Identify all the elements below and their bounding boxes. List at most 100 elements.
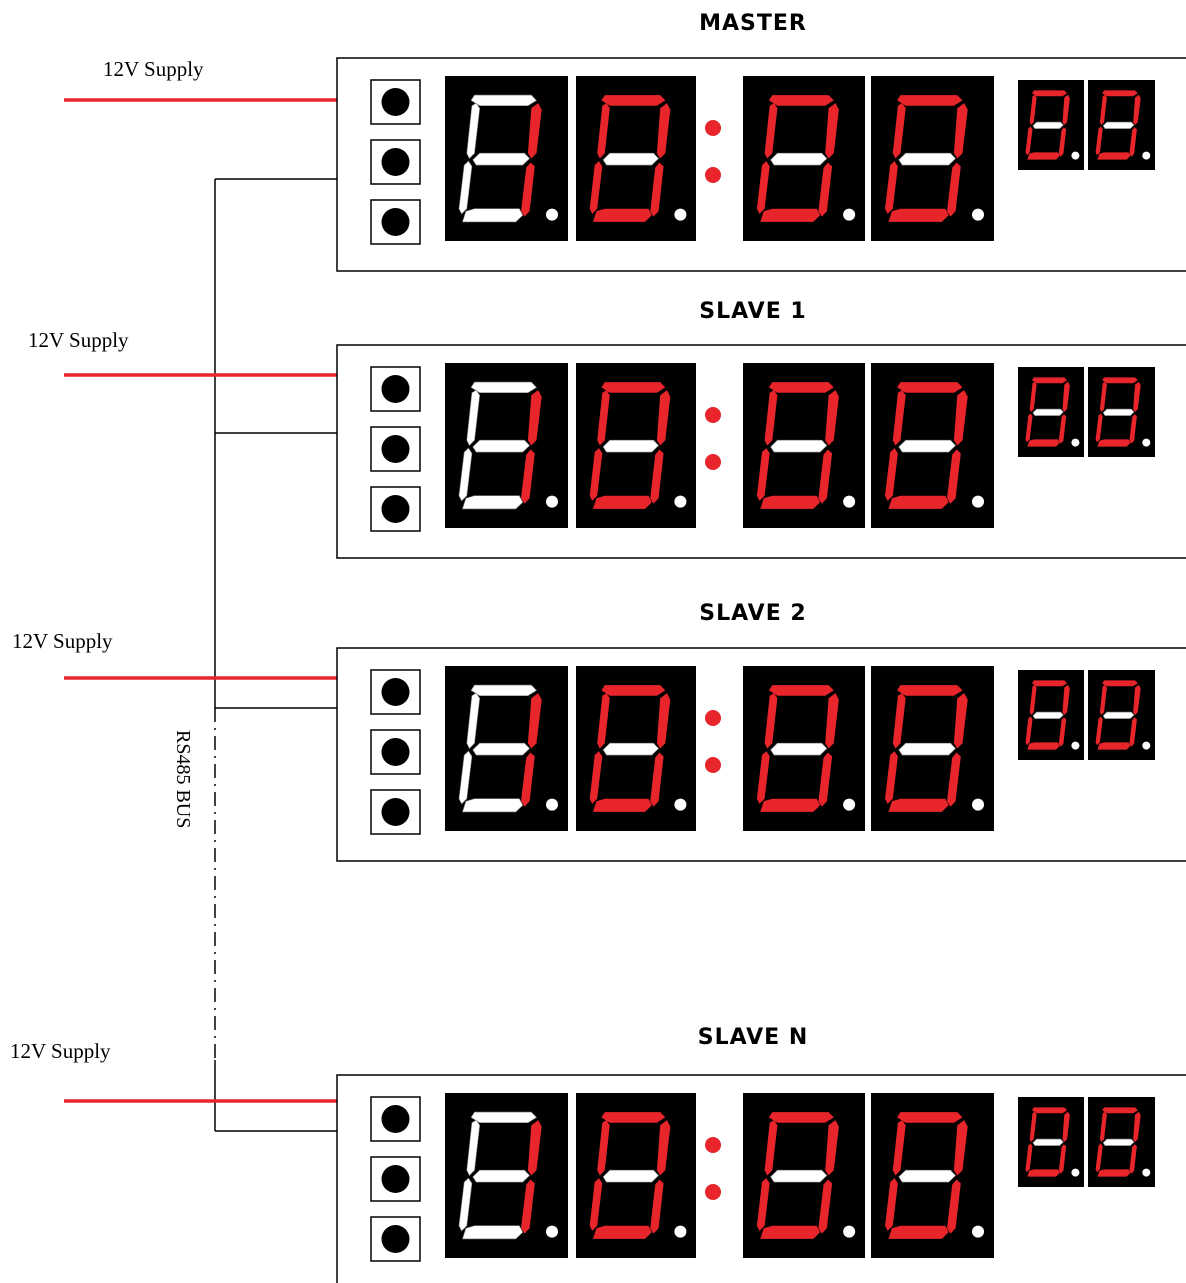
segment-d: [593, 495, 652, 509]
segment-a: [1102, 1107, 1138, 1114]
segment-g: [472, 439, 531, 453]
decimal-point: [1142, 438, 1151, 447]
small-digit-2: [1088, 367, 1155, 457]
segment-d: [462, 798, 524, 813]
digit-3: [743, 76, 865, 241]
segment-c: [947, 752, 961, 807]
segment-b: [825, 103, 839, 159]
digit-1: [445, 666, 568, 831]
panel-button: [370, 486, 421, 532]
panel-button: [370, 366, 421, 412]
decimal-point: [546, 798, 559, 811]
segment-g: [770, 742, 828, 756]
segment-b: [953, 693, 968, 749]
small-digit-1: [1018, 80, 1084, 170]
button-knob: [381, 375, 410, 403]
segment-e: [885, 161, 898, 214]
segment-a: [1102, 377, 1138, 384]
decimal-point: [674, 495, 687, 508]
segment-e: [589, 1178, 603, 1231]
segment-c: [1058, 127, 1067, 157]
segment-c: [1058, 717, 1067, 747]
segment-g: [602, 1169, 660, 1183]
segment-f: [466, 389, 481, 447]
segment-c: [650, 449, 664, 504]
digit-1: [445, 363, 568, 528]
decimal-point: [674, 798, 687, 811]
segment-a: [470, 1111, 537, 1123]
segment-d: [1027, 1169, 1060, 1177]
digit-2: [576, 363, 696, 528]
segment-f: [1029, 1111, 1037, 1142]
segment-d: [760, 1225, 821, 1239]
segment-f: [1099, 684, 1107, 715]
segment-g: [1102, 121, 1135, 129]
segment-d: [1097, 1169, 1131, 1177]
decimal-point: [1071, 438, 1080, 447]
segment-g: [898, 742, 957, 756]
button-frame: [370, 79, 421, 125]
decimal-point: [546, 495, 559, 508]
segment-e: [458, 1177, 473, 1232]
segment-b: [527, 1120, 542, 1176]
segment-d: [760, 495, 821, 509]
segment-c: [1129, 717, 1137, 747]
segment-a: [1032, 90, 1068, 97]
decimal-point: [1071, 741, 1080, 750]
segment-f: [1029, 684, 1037, 715]
segment-d: [1027, 742, 1060, 750]
segment-d: [462, 495, 524, 510]
segment-a: [1102, 680, 1138, 687]
segment-b: [1062, 381, 1070, 412]
segment-g: [898, 439, 957, 453]
segment-b: [656, 1120, 671, 1176]
decimal-point: [843, 208, 856, 221]
segment-e: [756, 751, 770, 804]
unit-title: SLAVE 1: [699, 299, 806, 324]
segment-c: [521, 752, 535, 807]
colon-dot-bottom: [705, 757, 721, 773]
segment-c: [947, 449, 961, 504]
panel-outline: [336, 647, 1186, 862]
segment-b: [527, 103, 542, 159]
digit-4: [871, 666, 994, 831]
segment-e: [1025, 413, 1033, 443]
colon-dot-top: [705, 407, 721, 423]
panel-outline: [336, 344, 1186, 559]
segment-e: [756, 161, 770, 214]
panel-button: [370, 729, 421, 775]
segment-f: [466, 102, 481, 160]
decimal-point: [1071, 151, 1080, 160]
segment-g: [1032, 121, 1064, 129]
segment-g: [1102, 408, 1135, 416]
small-digit-1: [1018, 1097, 1084, 1187]
supply-label: 12V Supply: [103, 57, 204, 81]
segment-f: [892, 693, 906, 749]
segment-e: [1095, 126, 1103, 156]
segment-c: [1129, 1144, 1137, 1174]
segment-c: [818, 162, 833, 217]
supply-label: 12V Supply: [10, 1039, 111, 1063]
segment-b: [1133, 381, 1141, 412]
segment-a: [601, 1112, 666, 1123]
segment-b: [825, 1120, 839, 1176]
segment-e: [1095, 716, 1103, 746]
segment-d: [462, 208, 524, 223]
segment-a: [1032, 680, 1068, 687]
button-knob: [381, 148, 410, 176]
segment-d: [462, 1225, 524, 1240]
small-digit-2: [1088, 80, 1155, 170]
segment-c: [818, 1179, 833, 1234]
digit-2: [576, 76, 696, 241]
segment-c: [1129, 127, 1137, 157]
button-knob: [381, 435, 410, 463]
segment-b: [1062, 1111, 1070, 1142]
segment-a: [897, 95, 963, 106]
small-digit-1: [1018, 670, 1084, 760]
segment-d: [760, 208, 821, 222]
digit-2: [576, 1093, 696, 1258]
digit-1: [445, 1093, 568, 1258]
segment-b: [656, 390, 671, 446]
segment-c: [521, 449, 535, 504]
